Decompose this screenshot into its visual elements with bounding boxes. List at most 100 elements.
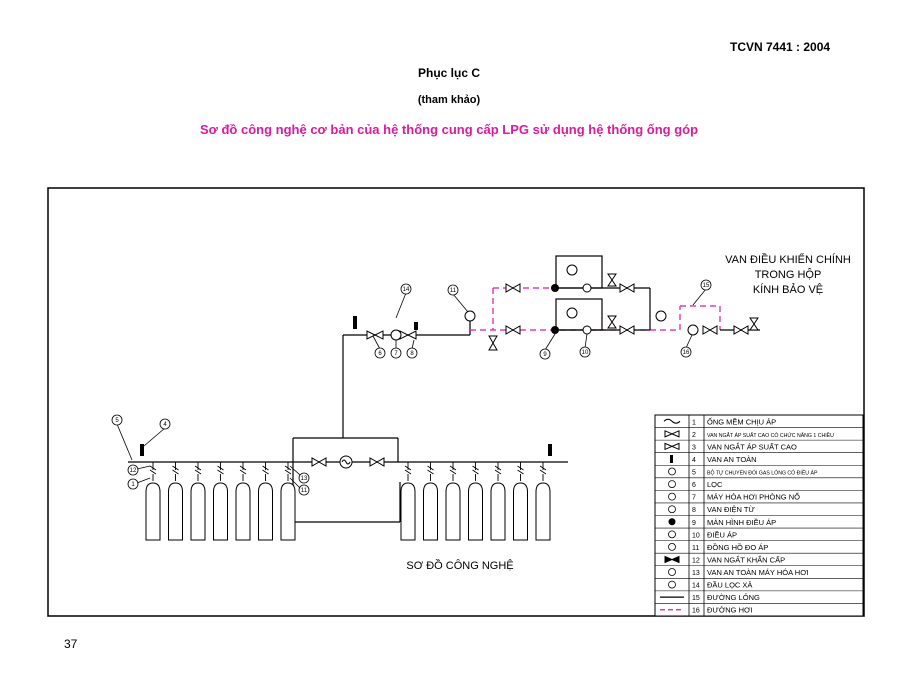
callout-8: 8	[406, 339, 418, 359]
regulator-icon	[668, 530, 676, 539]
check-shutoff-valve-icon	[664, 430, 680, 438]
appendix-label: Phục lục C	[417, 66, 480, 80]
callout-12-label: 12	[130, 468, 137, 474]
legend-label: VAN ĐIỆN TỪ	[707, 505, 755, 514]
left-cylinder-5	[235, 462, 251, 541]
page-number: 37	[64, 637, 78, 651]
flexible-hose-icon	[539, 462, 547, 481]
cylinder-group	[145, 462, 551, 541]
regulator-components	[464, 264, 699, 336]
callout-9: 9	[539, 333, 556, 360]
callout-14: 14	[395, 283, 412, 319]
callout-4: 4	[143, 418, 171, 447]
shutoff-valve-icon	[311, 457, 327, 467]
right-cylinder-6	[513, 462, 528, 541]
right-cylinder-1	[400, 462, 416, 541]
safety-valve-icon	[140, 444, 144, 456]
page-title: Sơ đồ công nghệ cơ bản của hệ thống cung…	[199, 122, 699, 137]
flexible-hose-icon	[517, 462, 524, 481]
shutoff-valve-icon	[505, 325, 521, 335]
left-cylinder-2	[168, 462, 183, 541]
legend-label: ĐƯỜNG LỎNG	[707, 593, 760, 602]
callout-16-label: 16	[683, 350, 690, 356]
shutoff-valve-icon	[702, 325, 718, 335]
lpg-cylinder	[190, 482, 206, 541]
right-cylinder-5	[490, 462, 506, 541]
regulator-icon	[582, 325, 592, 335]
pressure-gauge-icon	[464, 310, 476, 322]
legend-label: VAN NGẮT ÁP SUẤT CAO	[707, 441, 797, 451]
legend-label: ĐƯỜNG HƠI	[707, 606, 753, 615]
vaporizer-coil	[341, 459, 351, 465]
pressure-gauge-icon	[655, 310, 667, 322]
callout-11b-label: 11	[301, 488, 308, 494]
flexible-hose-icon	[494, 462, 502, 481]
right-cylinder-4	[468, 462, 483, 541]
flexible-hose-icon	[472, 462, 479, 481]
regulator-icon	[582, 283, 592, 293]
callout-1-label: 1	[131, 482, 135, 488]
regulator-box-upper	[555, 255, 603, 289]
callout-7: 7	[390, 340, 402, 359]
flexible-hose-icon	[449, 462, 457, 481]
lpg-cylinder	[490, 482, 506, 541]
legend-number: 5	[692, 470, 696, 477]
legend-label: BỘ TỰ CHUYỂN ĐỔI GAS LỎNG CÓ ĐIỀU ÁP	[707, 470, 818, 477]
pressure-gauge-icon	[566, 264, 578, 276]
lpg-cylinder	[400, 482, 416, 541]
callout-5-label: 5	[115, 418, 119, 424]
regulator-display-icon	[551, 284, 559, 292]
shutoff-valve-icon	[619, 283, 635, 293]
legend-number: 7	[692, 495, 696, 502]
flexible-hose-icon	[663, 418, 681, 424]
callout-8-label: 8	[410, 351, 414, 357]
flexible-hose-icon	[239, 462, 247, 481]
shutoff-valve-icon	[366, 330, 384, 340]
callout-6-label: 6	[378, 351, 382, 357]
lpg-cylinder	[445, 482, 461, 541]
lpg-cylinder	[423, 482, 438, 541]
callout-11-label: 11	[450, 288, 457, 294]
legend-label: ĐẦU LỌC XẢ	[707, 580, 752, 590]
legend-number: 14	[692, 583, 700, 590]
left-cylinder-3	[190, 462, 206, 541]
regulator-display-icon	[551, 326, 559, 334]
right-cylinder-3	[445, 462, 461, 541]
lpg-cylinder	[168, 482, 183, 541]
drain-filter-icon	[668, 580, 676, 589]
callouts: 14 11 6 7 8 9 10 1 5 16 4 5 12 1 13 11	[111, 279, 712, 496]
solenoid-valve-icon	[414, 322, 418, 330]
shutoff-valve-icon	[399, 330, 417, 340]
callout-5: 5	[111, 414, 133, 461]
legend-number: 3	[692, 444, 696, 451]
shutoff-valve-icon	[505, 283, 521, 293]
flexible-hose-icon	[217, 462, 224, 481]
callout-10-label: 10	[582, 350, 589, 356]
legend-label: VAN AN TOÀN MÁY HÓA HƠI	[707, 568, 809, 577]
callout-10: 10	[579, 333, 591, 358]
lpg-cylinder	[468, 482, 483, 541]
callout-13-label: 13	[301, 476, 308, 482]
flexible-hose-icon	[284, 462, 292, 481]
main-valve-note-line3: KÍNH BẢO VỆ	[753, 283, 823, 296]
flexible-hose-icon	[149, 462, 157, 481]
callout-13: 13	[289, 465, 310, 484]
callout-11b: 11	[289, 477, 310, 496]
callout-4-label: 4	[163, 422, 167, 428]
regulator-box-lower	[555, 298, 603, 331]
changeover-regulator-icon	[668, 467, 676, 476]
callout-14-label: 14	[403, 287, 410, 293]
shutoff-valve-icon	[607, 273, 617, 287]
safety-valve-icon	[548, 444, 552, 456]
legend-number: 11	[692, 545, 699, 552]
main-valve-note-line2: TRONG HỘP	[755, 268, 822, 281]
legend-number: 1	[692, 419, 696, 426]
lpg-cylinder	[213, 482, 228, 541]
pressure-gauge-icon	[566, 307, 578, 319]
vaporizer-icon	[390, 329, 402, 341]
lpg-cylinder	[513, 482, 528, 541]
callout-12: 12	[127, 464, 151, 476]
vapor-lines	[470, 287, 721, 331]
